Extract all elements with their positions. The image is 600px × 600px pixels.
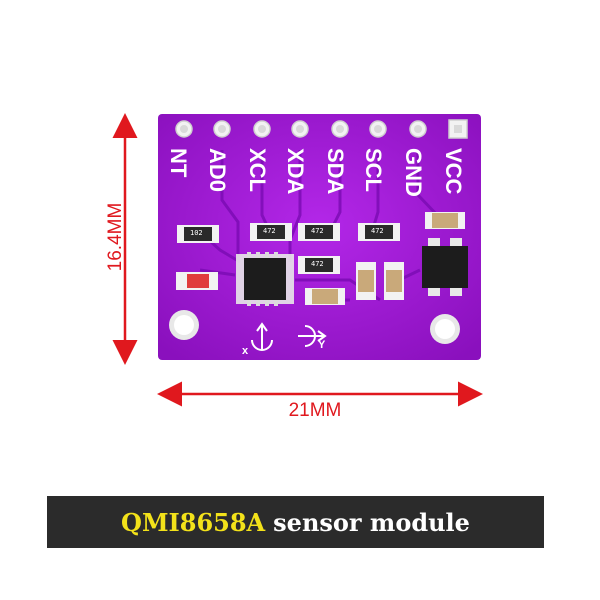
pin-label-xda: XDA: [283, 148, 308, 195]
resistor-code-472-c: 472: [371, 227, 384, 235]
resistor-code-472-b: 472: [311, 227, 324, 235]
pin-label-ad0: AD0: [205, 148, 230, 193]
capacitor-vertical-left: [356, 262, 376, 300]
led: [176, 272, 218, 290]
height-dimension-label: 16.4MM: [105, 202, 126, 272]
pin-header: [175, 119, 468, 139]
capacitor-bottom: [305, 288, 345, 305]
resistor-code-472-a: 472: [263, 227, 276, 235]
caption-model-name: QMI8658A: [121, 507, 266, 537]
resistor-472-a: [250, 223, 292, 241]
caption-bar: QMI8658A sensor module: [47, 496, 544, 548]
axis-y-glyph: Y: [318, 339, 326, 351]
resistor-472-c: [358, 223, 400, 241]
caption-description: sensor module: [273, 507, 470, 537]
resistor-472-d: [298, 256, 340, 274]
resistor-472-b: [298, 223, 340, 241]
pin-label-xcl: XCL: [245, 148, 270, 192]
axis-symbol-y: [298, 325, 327, 347]
axis-symbol-x: [251, 322, 273, 351]
resistor-102: [177, 225, 219, 243]
resistor-code-102: 102: [190, 229, 203, 237]
resistor-code-472-d: 472: [311, 260, 324, 268]
pin-label-sda: SDA: [323, 148, 348, 195]
pin-label-nt: NT: [166, 148, 191, 178]
pin-label-scl: SCL: [361, 148, 386, 192]
capacitor-vertical-right: [384, 262, 404, 300]
pin-label-gnd: GND: [401, 148, 426, 197]
pin-label-vcc: VCC: [441, 148, 466, 195]
capacitor-top-right: [425, 212, 465, 229]
width-dimension-label: 21MM: [288, 400, 342, 421]
imu-chip: [236, 252, 294, 306]
regulator-chip: [422, 238, 468, 296]
axis-x-glyph: x: [242, 345, 249, 357]
